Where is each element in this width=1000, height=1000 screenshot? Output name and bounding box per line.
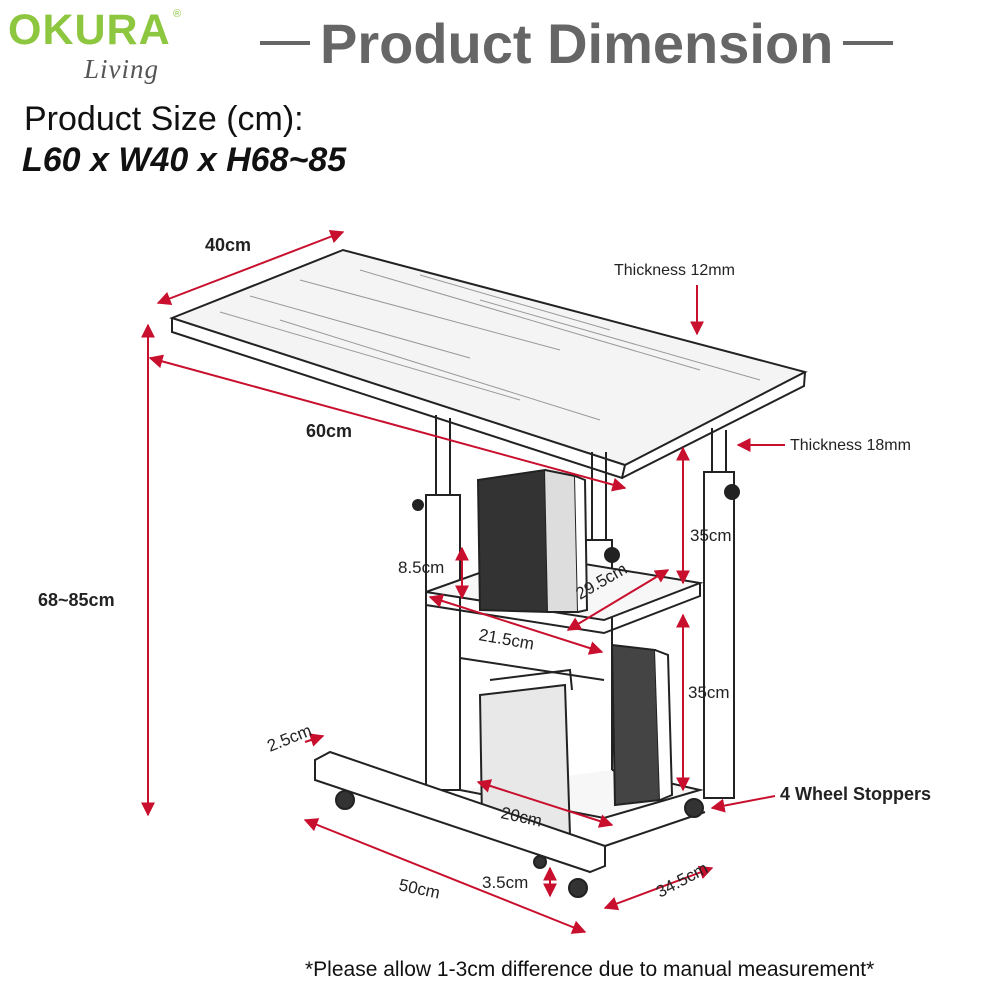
label-shelf-gap-lower: 35cm bbox=[688, 683, 730, 702]
label-shelf-gap-upper: 35cm bbox=[690, 526, 732, 545]
title-dash-left bbox=[260, 41, 310, 45]
arrow-wheels bbox=[710, 795, 776, 813]
arrow-base-length bbox=[303, 818, 587, 934]
label-base-length: 50cm bbox=[397, 875, 442, 902]
table-illustration bbox=[169, 248, 808, 898]
logo-registered-mark: ® bbox=[173, 8, 182, 20]
label-height-total: 68~85cm bbox=[38, 590, 115, 610]
dimension-arrows bbox=[141, 229, 785, 934]
arrow-base-thickness bbox=[304, 733, 325, 747]
arrow-base-depth bbox=[603, 865, 714, 911]
label-length-top: 60cm bbox=[306, 421, 352, 441]
label-base-depth: 34.5cm bbox=[653, 859, 711, 902]
arrow-length-top bbox=[148, 354, 627, 492]
arrow-shelf-width bbox=[428, 594, 604, 655]
upper-books bbox=[476, 468, 589, 614]
arrow-width-top bbox=[156, 229, 345, 306]
label-base-thickness: 2.5cm bbox=[264, 721, 314, 756]
label-wheels: 4 Wheel Stoppers bbox=[780, 784, 931, 804]
brand-logo: OKURA ® Living bbox=[8, 4, 193, 94]
product-size-value: L60 x W40 x H68~85 bbox=[22, 141, 347, 179]
label-base-height: 3.5cm bbox=[482, 873, 528, 892]
height-knobs bbox=[412, 484, 740, 563]
measurement-footnote: *Please allow 1-3cm difference due to ma… bbox=[305, 958, 875, 981]
label-shelf-height: 8.5cm bbox=[398, 558, 444, 577]
tabletop bbox=[169, 248, 808, 480]
logo-brand-text: OKURA bbox=[8, 6, 171, 54]
title-dash-right bbox=[843, 41, 894, 45]
label-width-top: 40cm bbox=[205, 235, 251, 255]
arrow-lower-width bbox=[476, 779, 614, 828]
label-thickness-frame: Thickness 18mm bbox=[790, 437, 911, 454]
product-size-label: Product Size (cm): bbox=[24, 100, 304, 138]
label-shelf-width: 21.5cm bbox=[477, 625, 535, 653]
logo-sub-text: Living bbox=[84, 54, 160, 84]
page-title: Product Dimension bbox=[320, 11, 834, 75]
label-thickness-top: Thickness 12mm bbox=[614, 262, 735, 279]
page-header: Product Dimension bbox=[250, 8, 930, 78]
